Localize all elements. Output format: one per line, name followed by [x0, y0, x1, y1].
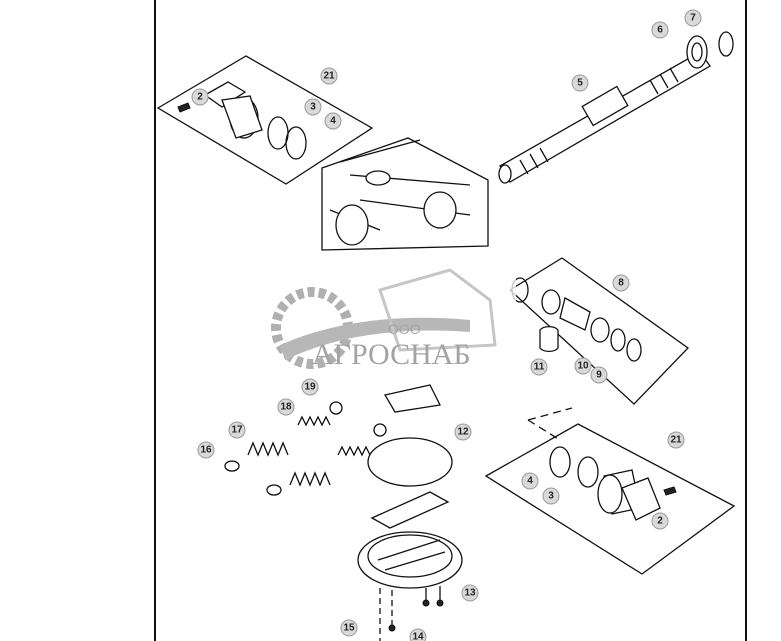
transmission-housing: [321, 137, 489, 251]
bearing: [686, 35, 708, 69]
pump-cover-bottom: [549, 446, 677, 521]
callout-number: 3: [310, 102, 316, 113]
gasket: [367, 437, 453, 487]
shaft: [498, 51, 711, 184]
kit-valve-outline: [508, 257, 689, 405]
callout-bolt-top: 2: [191, 88, 209, 106]
callout-number: 2: [657, 516, 663, 527]
callout-gasket: 12: [454, 423, 472, 441]
valve-plate: [370, 491, 450, 529]
kit-top-outline: [156, 55, 374, 185]
callout-number: 17: [231, 425, 243, 436]
callout-circle: [651, 21, 669, 39]
callout-number: 15: [343, 623, 355, 634]
callout-circle: [301, 378, 319, 396]
callout-circle: [542, 487, 560, 505]
callout-ring-16: 16: [197, 441, 215, 459]
callout-number: 18: [280, 402, 292, 413]
callout-number: 21: [323, 71, 335, 82]
callout-circle: [651, 512, 669, 530]
callout-plug-19: 19: [301, 378, 319, 396]
callout-circle: [191, 88, 209, 106]
callout-number: 9: [596, 370, 602, 381]
callout-number: 7: [690, 13, 696, 24]
callout-circle: [228, 421, 246, 439]
watermark-brand: АГРОСНАБ: [312, 338, 471, 371]
callout-circle: [277, 398, 295, 416]
watermark-prefix: ООО: [388, 321, 421, 337]
callout-number: 10: [577, 361, 589, 372]
callout-snap-ring: 7: [684, 9, 702, 27]
callouts: 21 2 3 4 5 6 7 8 11 10 9 19 18 17 16 12 21 4 3 2 13 14 15: [191, 9, 702, 641]
callout-circle: [530, 358, 548, 376]
callout-circle: [574, 357, 592, 375]
callout-screw-15: 15: [340, 619, 358, 637]
callout-circle: [461, 584, 479, 602]
callout-number: 19: [304, 382, 316, 393]
pump-cover-top: [177, 81, 307, 160]
callout-circle: [409, 628, 427, 641]
snap-ring: [718, 31, 734, 57]
callout-circle: [667, 431, 685, 449]
callout-number: 4: [527, 476, 533, 487]
base-cover: [357, 531, 463, 641]
callout-number: 21: [670, 435, 682, 446]
watermark-logo: ООО АГРОСНАБ: [246, 258, 516, 384]
callout-circle: [521, 472, 539, 490]
callout-circle: [197, 441, 215, 459]
callout-screw-13: 13: [461, 584, 479, 602]
callout-bolt-bottom: 2: [651, 512, 669, 530]
callout-number: 14: [412, 632, 424, 641]
callout-number: 5: [577, 78, 583, 89]
callout-number: 8: [618, 278, 624, 289]
callout-circle: [590, 366, 608, 384]
callout-number: 16: [200, 445, 212, 456]
callout-kit-valve: 8: [612, 274, 630, 292]
callout-number: 12: [457, 427, 469, 438]
callout-number: 6: [657, 25, 663, 36]
callout-sleeve: 11: [530, 358, 548, 376]
callout-circle: [684, 9, 702, 27]
callout-seal-10: 10: [574, 357, 592, 375]
callout-number: 3: [548, 491, 554, 502]
callout-circle: [571, 74, 589, 92]
callout-number: 13: [464, 588, 476, 599]
callout-circle: [454, 423, 472, 441]
springs: [224, 384, 441, 496]
callout-number: 4: [330, 116, 336, 127]
callout-kit-top: 21: [320, 67, 338, 85]
callout-ring-top-3: 3: [304, 98, 322, 116]
callout-circle: [304, 98, 322, 116]
callout-spring-18: 18: [277, 398, 295, 416]
kit-bottom-outline: [484, 423, 736, 575]
connector-dashes: [527, 407, 573, 441]
callout-bearing: 6: [651, 21, 669, 39]
callout-circle: [340, 619, 358, 637]
callout-circle: [320, 67, 338, 85]
callout-kit-bottom: 21: [667, 431, 685, 449]
callout-spring-17: 17: [228, 421, 246, 439]
callout-number: 11: [534, 362, 545, 373]
valve-parts: [511, 277, 642, 362]
callout-nut-14: 14: [409, 628, 427, 641]
callout-circle: [612, 274, 630, 292]
callout-seal-9: 9: [590, 366, 608, 384]
callout-number: 2: [197, 92, 203, 103]
callout-ring-bottom-3: 3: [542, 487, 560, 505]
callout-ring-bottom-4: 4: [521, 472, 539, 490]
callout-circle: [324, 112, 342, 130]
callout-shaft: 5: [571, 74, 589, 92]
callout-ring-top-4: 4: [324, 112, 342, 130]
